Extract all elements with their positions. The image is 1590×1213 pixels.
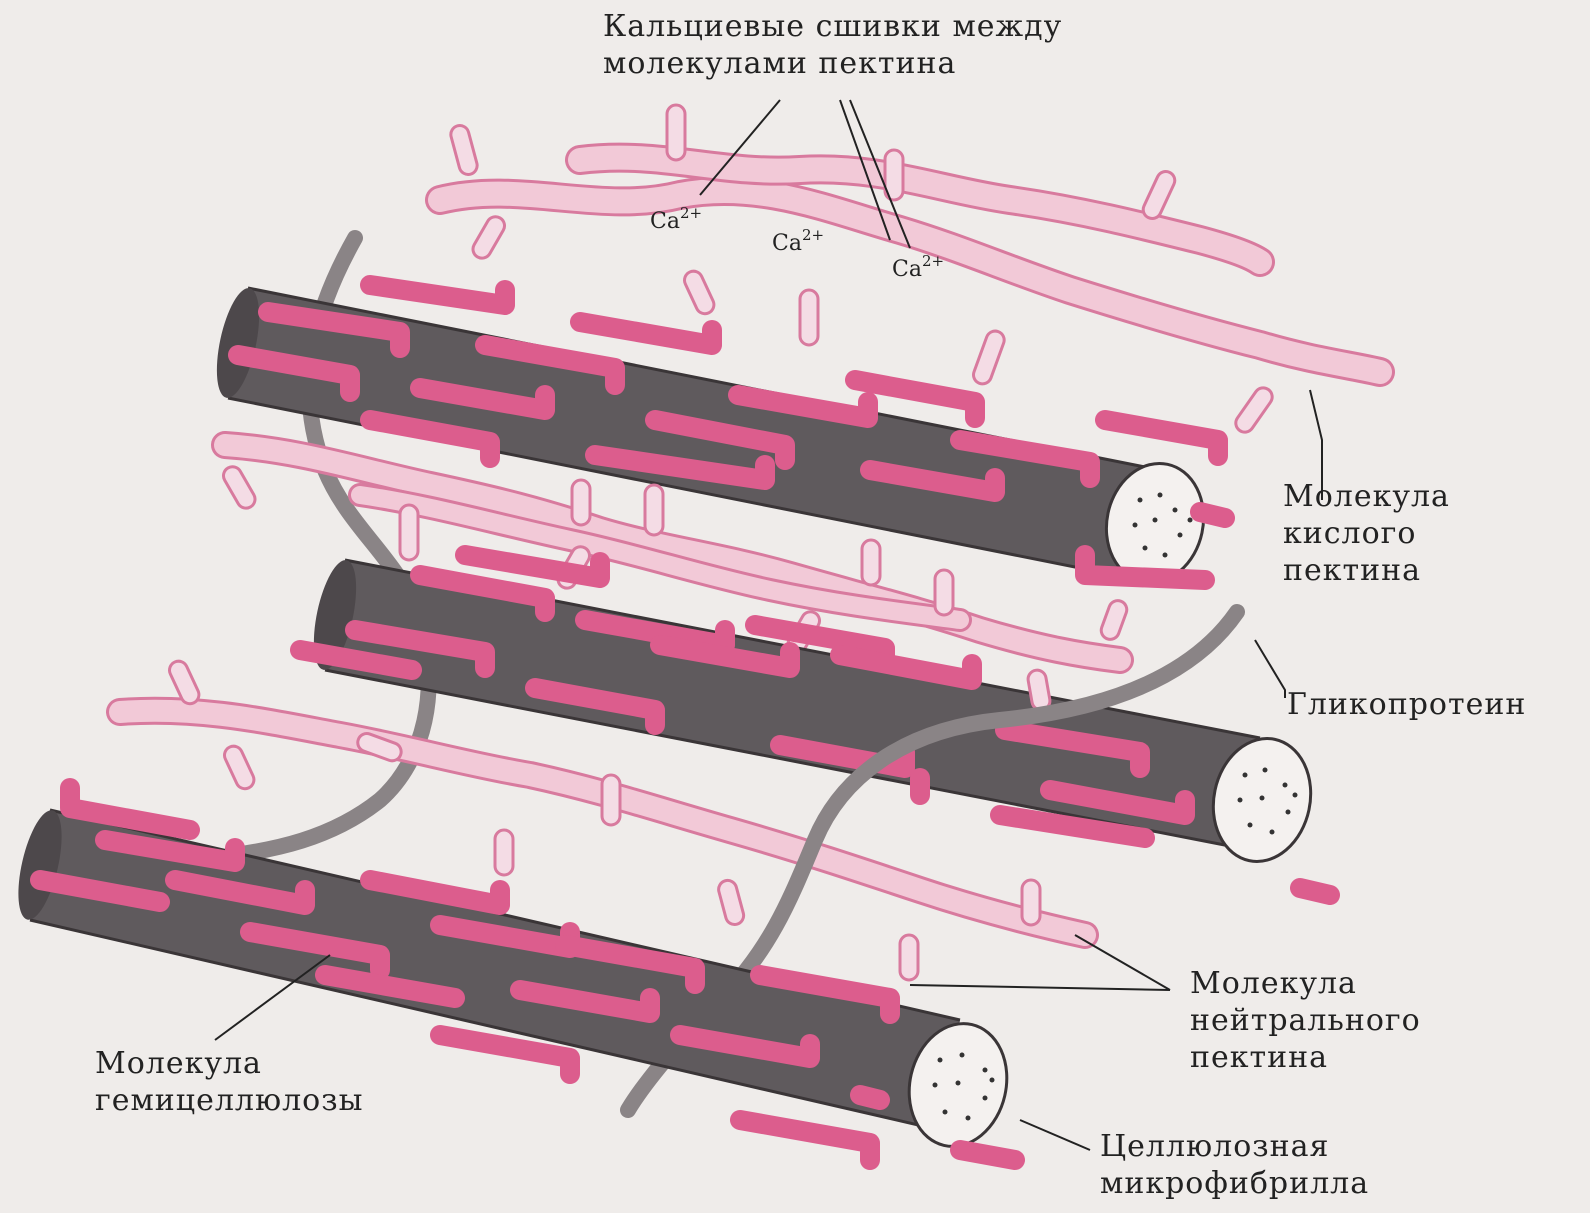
- calcium-ion-2: Ca2+: [772, 226, 824, 256]
- label-glycoprotein: Гликопротеин: [1287, 686, 1526, 723]
- label-hemicellulose: Молекула гемицеллюлозы: [95, 1045, 363, 1119]
- leader-neutral-pectin-1: [1075, 935, 1170, 990]
- calcium-ion-3: Ca2+: [892, 252, 944, 282]
- label-acidic-pectin: Молекула кислого пектина: [1283, 478, 1450, 589]
- label-cellulose-microfibril: Целлюлозная микрофибрилла: [1100, 1128, 1369, 1202]
- label-neutral-pectin: Молекула нейтрального пектина: [1190, 965, 1421, 1076]
- leader-neutral-pectin-2: [910, 985, 1170, 990]
- leader-glycoprotein: [1255, 640, 1285, 698]
- calcium-ion-1: Ca2+: [650, 204, 702, 234]
- leader-cellulose: [1020, 1120, 1090, 1150]
- label-calcium-crosslinks: Кальциевые сшивки между молекулами пекти…: [603, 8, 1062, 82]
